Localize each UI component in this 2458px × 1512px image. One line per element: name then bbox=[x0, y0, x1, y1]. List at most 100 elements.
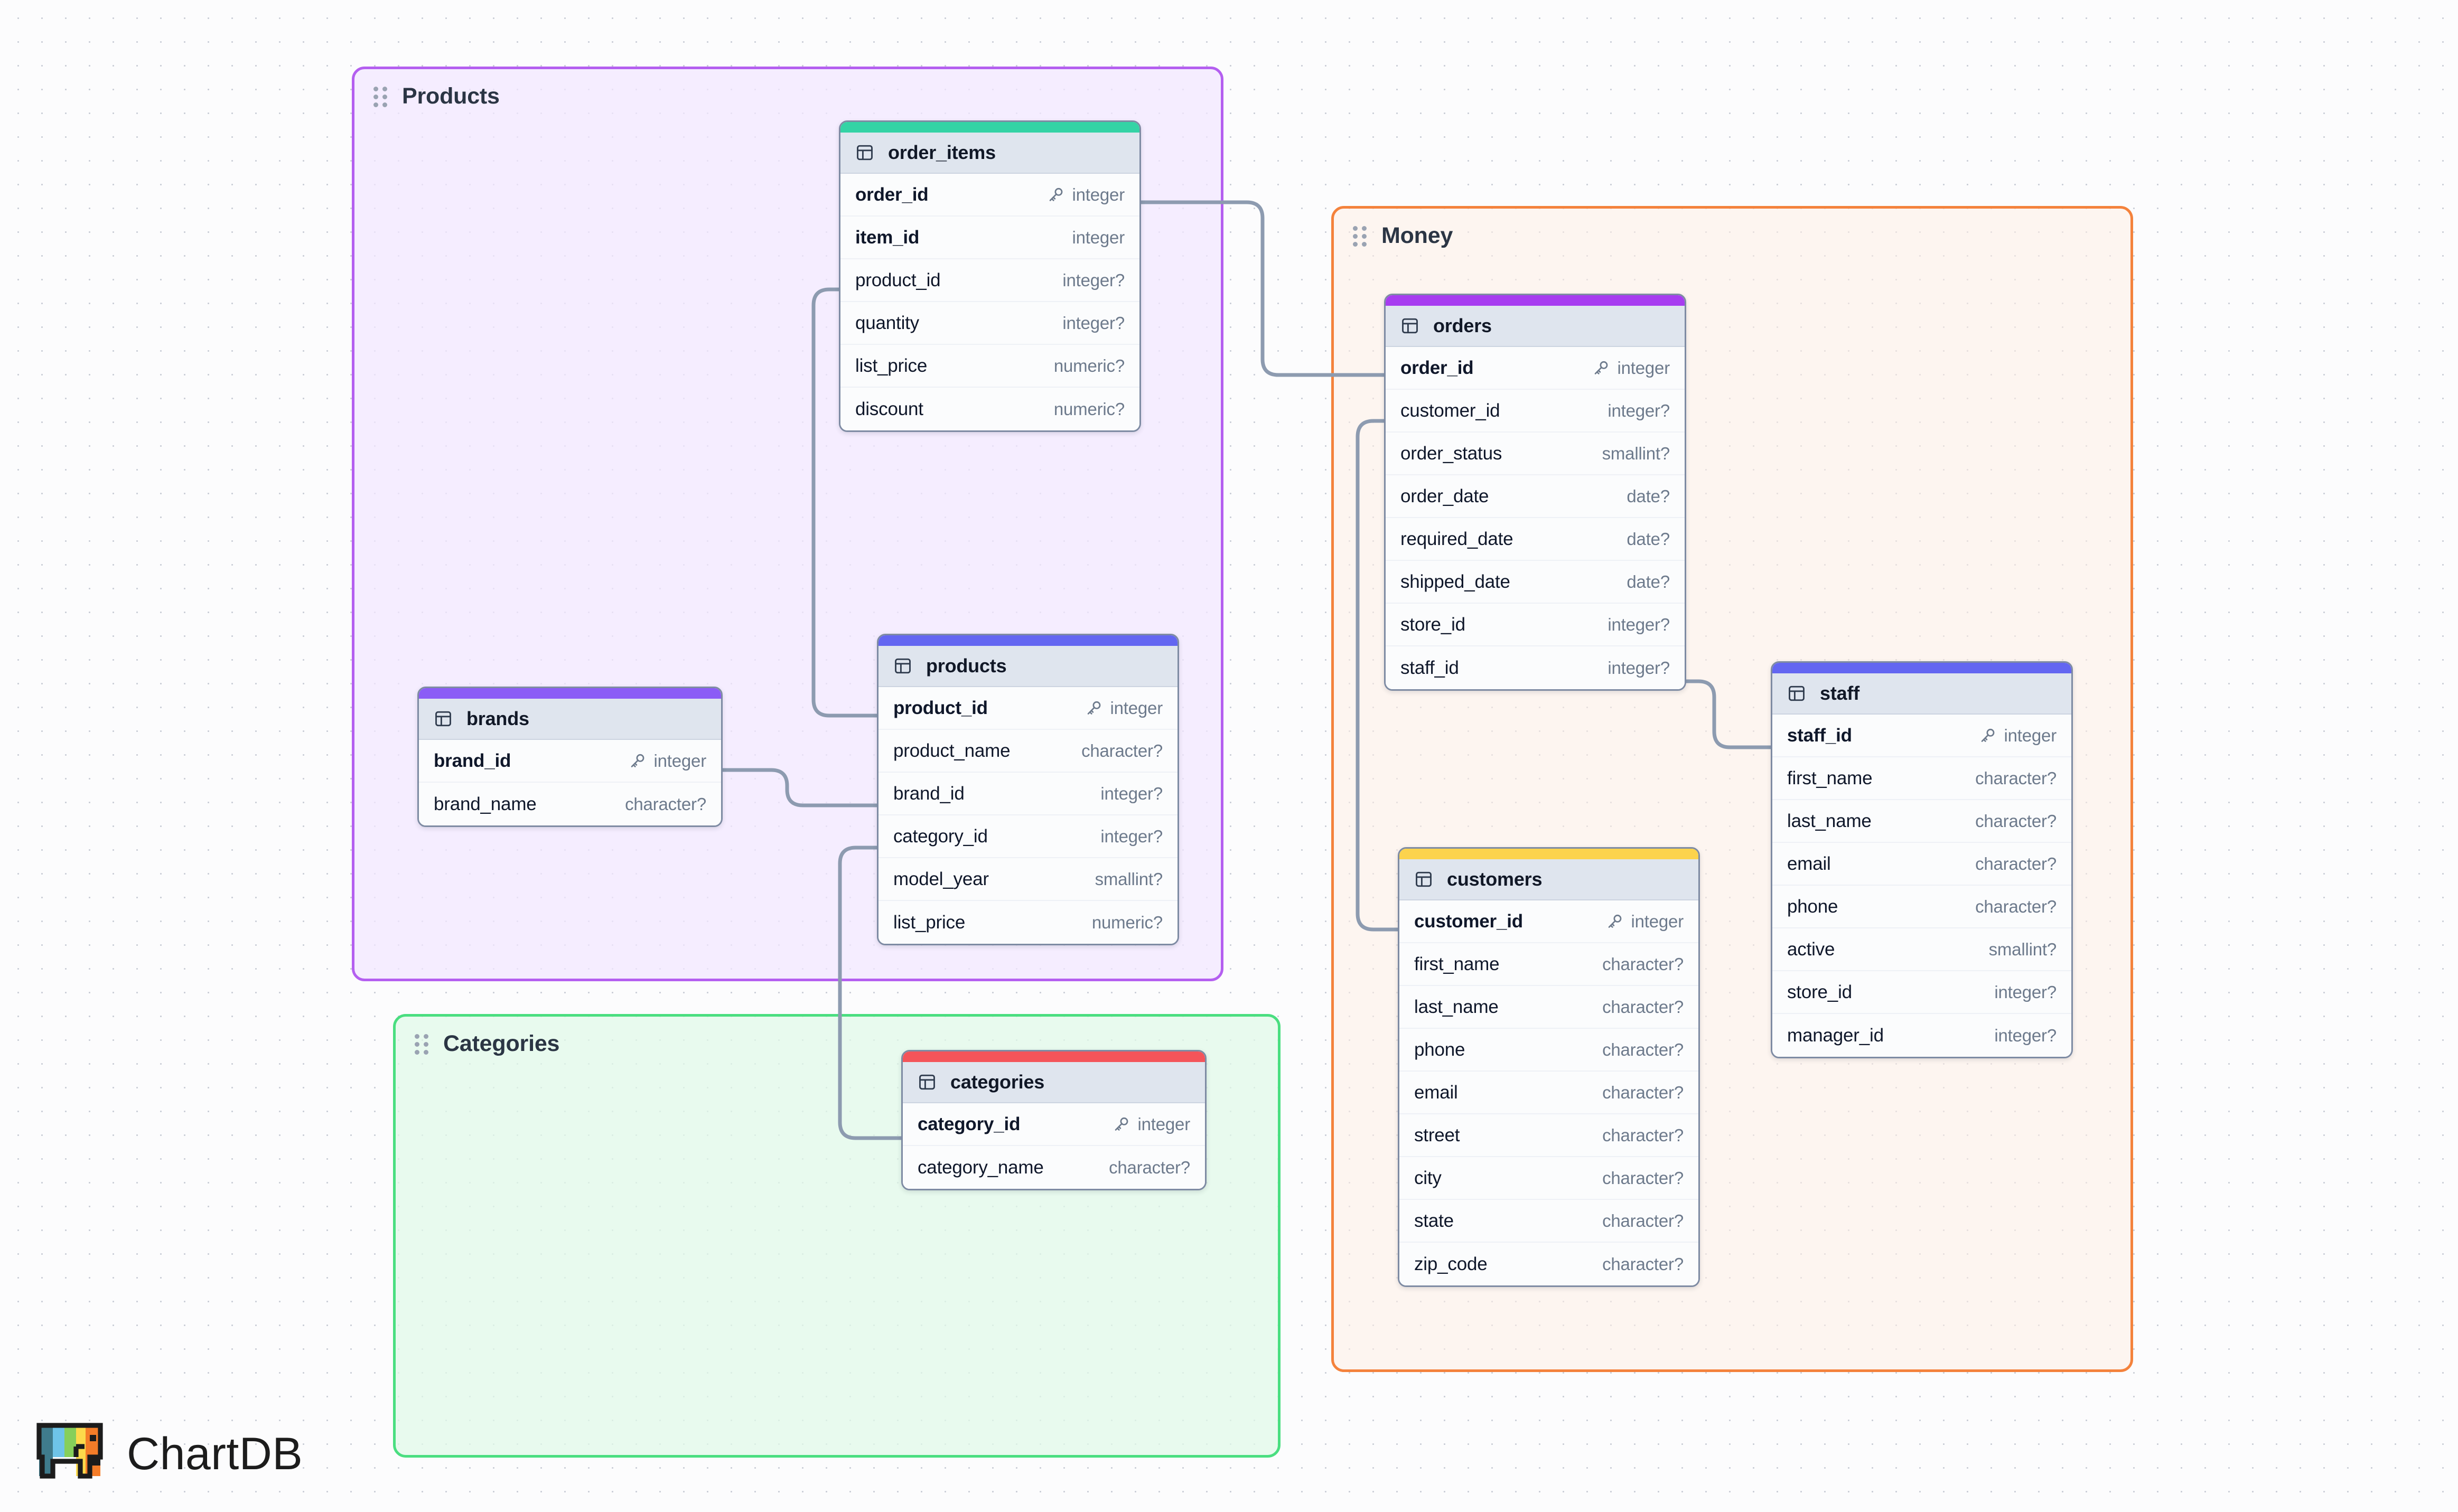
chartdb-logo[interactable]: ChartDB bbox=[35, 1421, 303, 1487]
primary-key-icon bbox=[1050, 187, 1063, 201]
table-icon bbox=[435, 711, 451, 727]
field-meta: integer bbox=[1592, 358, 1670, 378]
table-name: staff bbox=[1820, 682, 1860, 704]
field-meta: integer bbox=[1605, 912, 1684, 932]
field-name: store_id bbox=[1400, 614, 1465, 635]
field-meta: character? bbox=[1602, 1040, 1684, 1060]
field-meta: character? bbox=[1602, 1254, 1684, 1274]
field-name: active bbox=[1787, 938, 1835, 960]
drag-handle-icon[interactable] bbox=[415, 1034, 428, 1055]
drag-handle-icon[interactable] bbox=[1353, 226, 1367, 247]
field-meta: character? bbox=[1602, 1125, 1684, 1145]
table-header[interactable]: orders bbox=[1386, 306, 1685, 347]
field-meta: date? bbox=[1627, 572, 1670, 592]
field-name: staff_id bbox=[1787, 725, 1852, 746]
field-type: character? bbox=[1602, 954, 1684, 974]
field-type: integer bbox=[1617, 358, 1670, 378]
table-header[interactable]: customers bbox=[1399, 859, 1698, 900]
table-header[interactable]: order_items bbox=[840, 133, 1139, 174]
field-type: character? bbox=[1975, 768, 2057, 788]
primary-key-icon bbox=[1115, 1117, 1128, 1131]
table-header[interactable]: categories bbox=[903, 1062, 1205, 1103]
field-name: brand_name bbox=[434, 793, 537, 814]
table-header[interactable]: products bbox=[878, 646, 1177, 687]
table-field-row[interactable]: category_name character? bbox=[903, 1146, 1205, 1189]
field-type: character? bbox=[1602, 1210, 1684, 1231]
field-name: category_id bbox=[918, 1113, 1021, 1134]
field-type: integer? bbox=[1607, 400, 1670, 420]
table-accent-bar bbox=[1386, 295, 1685, 306]
drag-handle-icon[interactable] bbox=[373, 86, 387, 107]
field-meta: character? bbox=[1602, 997, 1684, 1017]
table-accent-bar bbox=[840, 122, 1139, 133]
field-type: character? bbox=[1602, 1168, 1684, 1188]
field-meta: integer? bbox=[1100, 827, 1163, 847]
table-accent-bar bbox=[419, 688, 721, 699]
field-name: order_id bbox=[1400, 357, 1474, 378]
field-type: integer? bbox=[1062, 313, 1125, 333]
field-name: staff_id bbox=[1400, 657, 1459, 678]
table-icon bbox=[895, 658, 911, 674]
table-header[interactable]: brands bbox=[419, 699, 721, 740]
field-type: date? bbox=[1627, 529, 1670, 549]
field-type: character? bbox=[1109, 1157, 1190, 1177]
field-meta: integer? bbox=[1607, 401, 1670, 421]
table-icon bbox=[1416, 871, 1432, 887]
table-icon bbox=[857, 145, 873, 161]
field-name: store_id bbox=[1787, 981, 1852, 1002]
table-field-row[interactable]: order_id integer bbox=[1386, 347, 1685, 390]
field-meta: integer bbox=[628, 751, 706, 771]
table-header[interactable]: staff bbox=[1772, 673, 2071, 715]
field-name: model_year bbox=[893, 868, 989, 889]
field-meta: integer? bbox=[1994, 1026, 2057, 1046]
field-name: category_name bbox=[918, 1157, 1044, 1178]
